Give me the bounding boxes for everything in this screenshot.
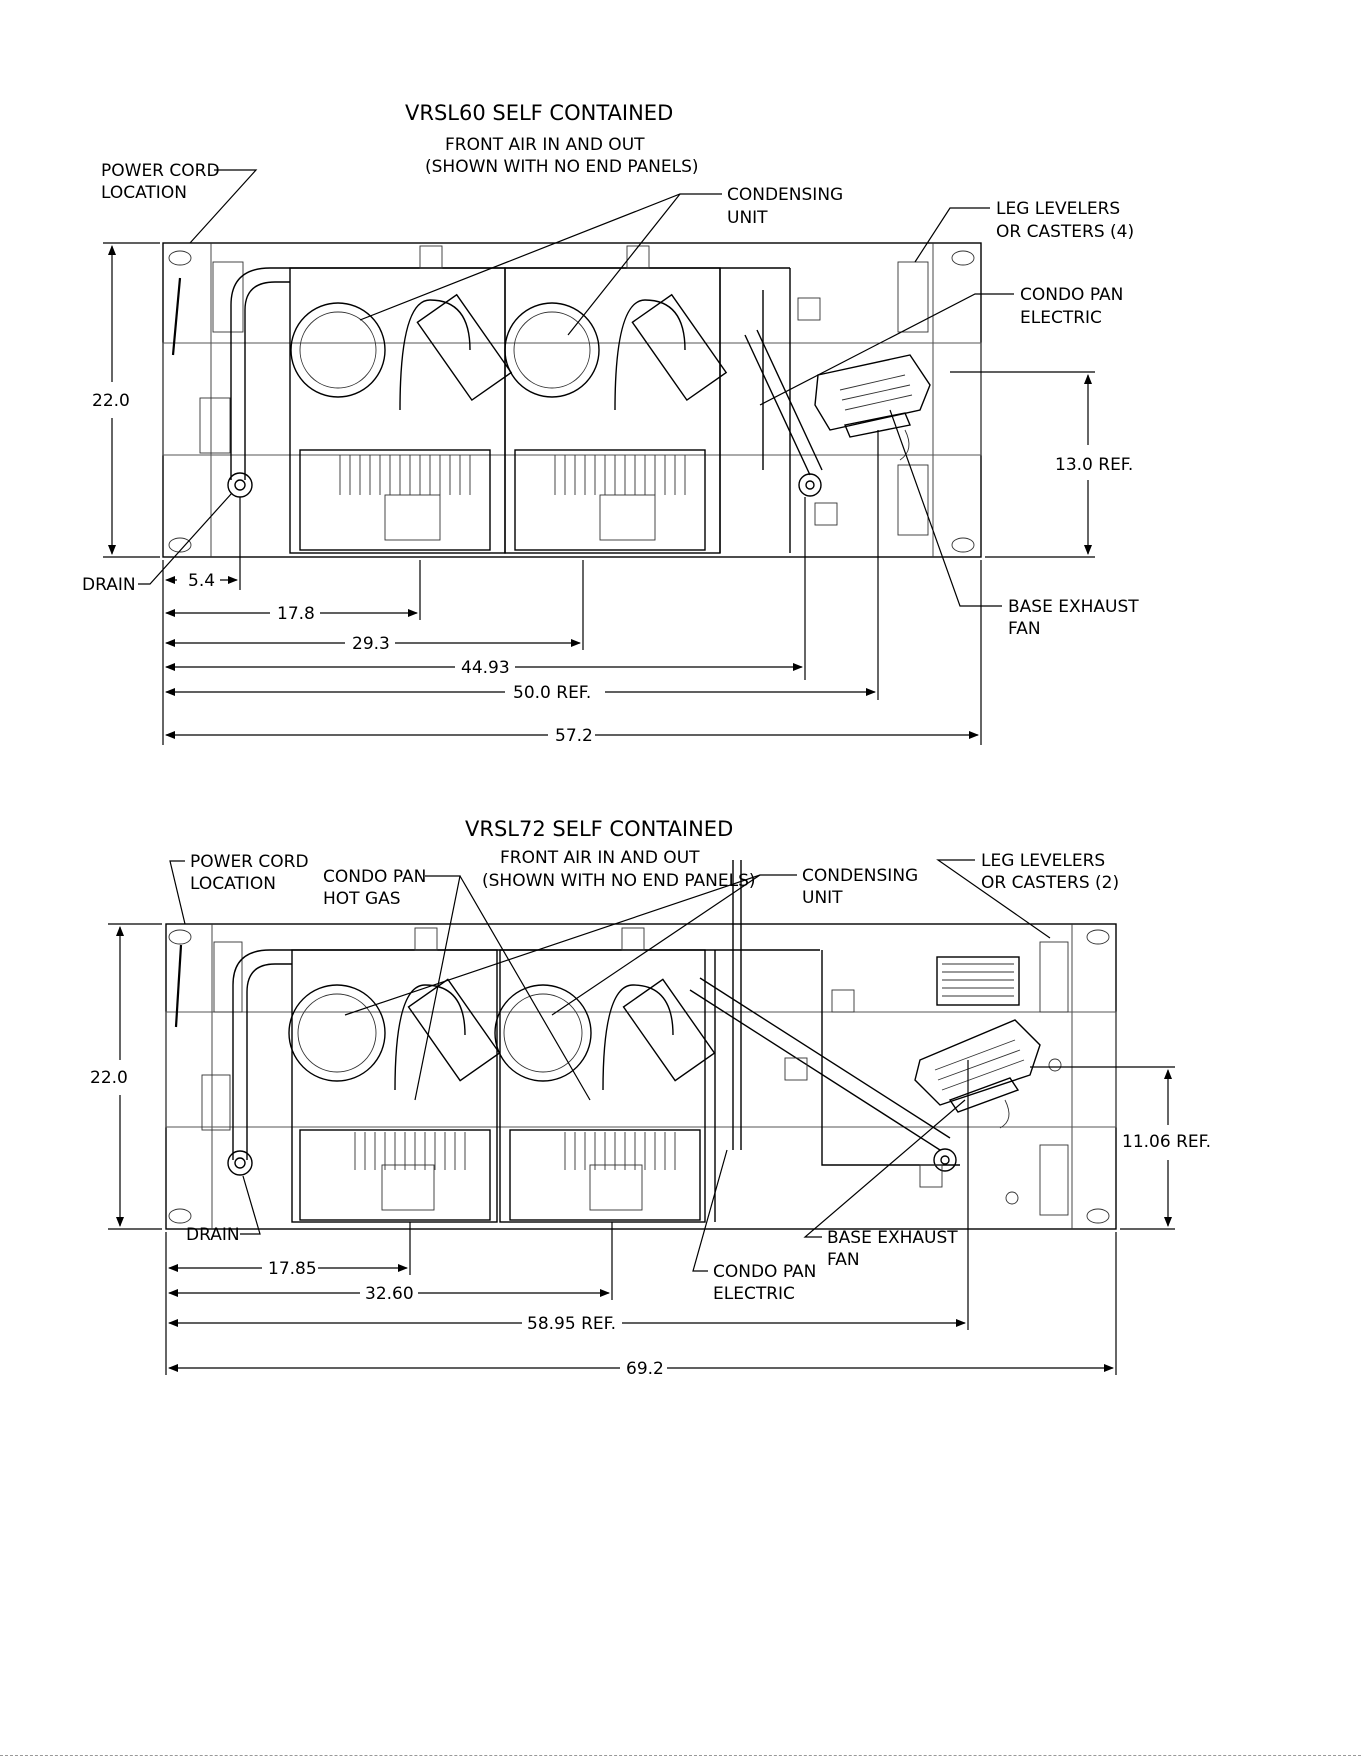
vrsl72-condensing-unit-label-1: CONDENSING <box>802 866 918 886</box>
vrsl60-power-cord-label-2: LOCATION <box>101 183 187 203</box>
vrsl72-title: VRSL72 SELF CONTAINED <box>465 817 733 841</box>
vrsl60-dim-5-4: 5.4 <box>188 571 215 591</box>
vrsl60-callouts: POWER CORD LOCATION CONDENSING UNIT LEG … <box>82 161 1139 639</box>
vrsl72-callouts: POWER CORD LOCATION CONDO PAN HOT GAS CO… <box>169 851 1119 1304</box>
vrsl72-leg-levelers-label-2: OR CASTERS (2) <box>981 873 1119 893</box>
vrsl72-power-cord-label-2: LOCATION <box>190 874 276 894</box>
vrsl72-leg-levelers-label-1: LEG LEVELERS <box>981 851 1105 871</box>
vrsl72-dimensions: 22.0 11.06 REF. 17.85 32.60 58 <box>90 923 1211 1379</box>
vrsl60-leg-levelers-label-2: OR CASTERS (4) <box>996 222 1134 242</box>
vrsl60-condensing-unit-label-2: UNIT <box>727 208 768 228</box>
vrsl72-base-exhaust-fan-label-1: BASE EXHAUST <box>827 1228 958 1248</box>
vrsl60-dim-overall: 57.2 <box>555 726 593 746</box>
vrsl72-dim-32-60: 32.60 <box>365 1284 414 1304</box>
vrsl72-drain-label: DRAIN <box>186 1225 240 1245</box>
vrsl72-subtitle-line-2: (SHOWN WITH NO END PANELS) <box>482 871 756 891</box>
vrsl72-condensing-unit-label-2: UNIT <box>802 888 843 908</box>
vrsl72-dim-58-95-ref: 58.95 REF. <box>527 1314 616 1334</box>
vrsl72-dim-17-85: 17.85 <box>268 1259 317 1279</box>
vrsl72-subtitle-line-1: FRONT AIR IN AND OUT <box>500 848 700 868</box>
vrsl60-unit-drawing <box>162 242 982 558</box>
vrsl60-diagram: VRSL60 SELF CONTAINED FRONT AIR IN AND O… <box>82 101 1139 746</box>
vrsl60-base-exhaust-fan-label-2: FAN <box>1008 619 1041 639</box>
vrsl72-condo-pan-electric-label-1: CONDO PAN <box>713 1262 816 1282</box>
vrsl72-diagram: VRSL72 SELF CONTAINED FRONT AIR IN AND O… <box>90 817 1211 1379</box>
vrsl72-height-dim: 22.0 <box>90 1068 128 1088</box>
vrsl60-leg-levelers-label-1: LEG LEVELERS <box>996 199 1120 219</box>
vrsl72-power-cord-label-1: POWER CORD <box>190 852 309 872</box>
vrsl72-unit-drawing <box>165 860 1117 1230</box>
vrsl60-condensing-unit-label-1: CONDENSING <box>727 185 843 205</box>
vrsl60-power-cord-label-1: POWER CORD <box>101 161 220 181</box>
vrsl72-condo-pan-hot-gas-label-1: CONDO PAN <box>323 867 426 887</box>
vrsl60-dimensions: 22.0 13.0 REF. 5.4 17.8 <box>92 242 1133 746</box>
vrsl60-dim-44-93: 44.93 <box>461 658 510 678</box>
vrsl60-condo-pan-electric-label-2: ELECTRIC <box>1020 308 1102 328</box>
vrsl72-dim-overall: 69.2 <box>626 1359 664 1379</box>
vrsl60-dim-29-3: 29.3 <box>352 634 390 654</box>
vrsl60-height-dim: 22.0 <box>92 391 130 411</box>
vrsl60-drain-label: DRAIN <box>82 575 136 595</box>
vrsl60-ref-height-dim: 13.0 REF. <box>1055 455 1133 475</box>
vrsl60-subtitle-line-1: FRONT AIR IN AND OUT <box>445 135 645 155</box>
vrsl72-base-exhaust-fan-label-2: FAN <box>827 1250 860 1270</box>
vrsl72-condo-pan-hot-gas-label-2: HOT GAS <box>323 889 401 909</box>
vrsl60-title: VRSL60 SELF CONTAINED <box>405 101 673 125</box>
vrsl60-base-exhaust-fan-label-1: BASE EXHAUST <box>1008 597 1139 617</box>
vrsl60-subtitle-line-2: (SHOWN WITH NO END PANELS) <box>425 157 699 177</box>
vrsl60-dim-17-8: 17.8 <box>277 604 315 624</box>
vrsl72-ref-height-dim: 11.06 REF. <box>1122 1132 1211 1152</box>
vrsl60-condo-pan-electric-label-1: CONDO PAN <box>1020 285 1123 305</box>
page-bottom-rule <box>0 1755 1361 1756</box>
vrsl60-dim-50-ref: 50.0 REF. <box>513 683 591 703</box>
vrsl72-condo-pan-electric-label-2: ELECTRIC <box>713 1284 795 1304</box>
